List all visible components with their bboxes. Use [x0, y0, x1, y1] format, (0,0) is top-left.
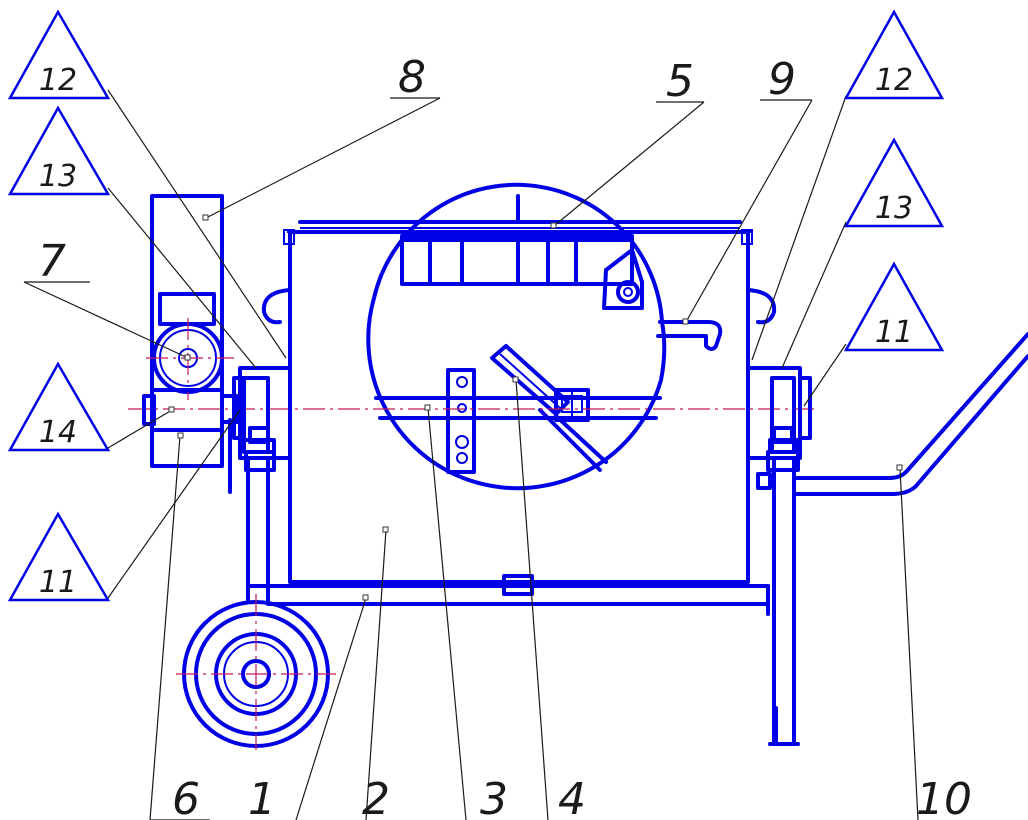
weld-triangle-13-left: 13: [7, 105, 111, 196]
detail-view: [366, 182, 723, 491]
weld-triangle-11-left: 11: [7, 511, 111, 602]
weld-triangle-12-right: 12: [843, 9, 945, 100]
triangle-label: 13: [875, 191, 913, 226]
position-label-7: 7: [38, 236, 66, 287]
main-shaft: [374, 396, 662, 420]
bearing-housings: [232, 376, 812, 472]
position-label-4: 4: [558, 774, 586, 820]
position-label-6: 6: [172, 774, 200, 820]
position-labels: 1 2 3 4 5 6 7 8 9 10: [38, 52, 972, 820]
wheel: [176, 594, 336, 750]
position-label-2: 2: [362, 774, 390, 820]
position-label-3: 3: [480, 774, 508, 820]
position-label-5: 5: [666, 56, 694, 107]
triangle-label: 11: [875, 315, 913, 350]
handle: [792, 332, 1028, 496]
lid-bar: [298, 194, 742, 229]
frame: [238, 366, 802, 746]
position-label-1: 1: [248, 774, 276, 820]
leader-lines: [23, 89, 919, 820]
weld-triangle-11-right: 11: [843, 261, 945, 352]
position-label-10: 10: [916, 774, 972, 820]
triangle-label: 13: [39, 159, 77, 194]
position-label-9: 9: [768, 54, 796, 105]
triangle-label: 12: [875, 63, 913, 98]
triangle-label: 14: [39, 415, 77, 450]
weld-triangle-14: 14: [7, 361, 111, 452]
weld-triangle-13-right: 13: [843, 137, 945, 228]
triangle-label: 12: [39, 63, 77, 98]
position-label-8: 8: [398, 52, 426, 103]
side-hooks: [261, 288, 777, 325]
weld-triangle-12-left: 12: [7, 9, 111, 100]
triangle-label: 11: [39, 565, 77, 600]
leader-dots: [168, 214, 903, 601]
motor-gearbox: [142, 194, 240, 494]
